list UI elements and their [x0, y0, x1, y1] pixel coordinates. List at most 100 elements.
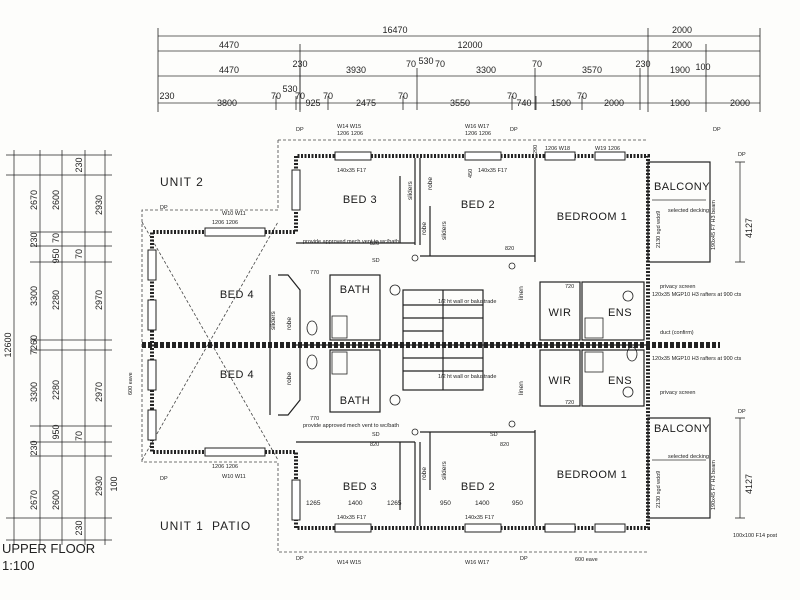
note-post: 100x100 F14 post: [733, 533, 778, 539]
balconies: [647, 161, 745, 519]
room-bed4-bottom: BED 4: [220, 369, 254, 381]
dim-row3-a: 4470: [219, 65, 239, 75]
dim-left-c2-f: 2280: [51, 380, 61, 400]
label-sliders-3: sliders: [270, 310, 277, 330]
windows: [147, 151, 626, 533]
dim-770-1: 770: [310, 270, 319, 276]
note-joist-top: 2130 sgd wdo9: [656, 211, 662, 248]
label-sliders-2: sliders: [441, 220, 448, 240]
note-beam-balcony-bottom: 190x45 F7 H3 beam: [711, 460, 717, 510]
dim-left-c1-f: 230: [29, 440, 39, 455]
dim-820-1: 820: [370, 241, 379, 247]
dim-left-c1-b: 230: [29, 232, 39, 247]
dim-row3-c: 3930: [346, 65, 366, 75]
note-decking-top: selected decking: [668, 208, 709, 214]
dim-row4-m: 1500: [551, 98, 571, 108]
dim-770-2: 770: [310, 416, 319, 422]
unit-2-label: UNIT 2: [160, 175, 204, 189]
sd-marker-3: SD: [490, 432, 498, 438]
label-robe-5: robe: [421, 467, 428, 480]
room-bath-top: BATH: [340, 284, 371, 296]
room-balcony-bottom: BALCONY: [654, 423, 710, 435]
dim-top-balcony: 2000: [672, 25, 692, 35]
dim-left-c3-i: 100: [109, 476, 119, 491]
room-ens-bottom: ENS: [608, 375, 632, 387]
dim-row2-b: 12000: [457, 40, 482, 50]
note-w16-w17: W16 W17: [465, 124, 489, 130]
dim-row3-i: 3570: [582, 65, 602, 75]
room-wir-top: WIR: [549, 307, 572, 319]
dp-marker-4: DP: [160, 205, 168, 211]
dim-row4-b: 3800: [217, 98, 237, 108]
dim-4127-top: 4127: [744, 218, 754, 238]
label-robe-2: robe: [421, 222, 428, 235]
dim-left-c2-e: 2280: [51, 290, 61, 310]
patio-label: PATIO: [212, 519, 251, 533]
note-w10-size: 1206 1206: [212, 220, 238, 226]
dim-1265-2: 1265: [387, 500, 402, 507]
dim-row3-l: 100: [695, 62, 710, 72]
room-ens-top: ENS: [608, 307, 632, 319]
room-bed2-bottom: BED 2: [461, 481, 495, 493]
dim-290: 290: [533, 145, 539, 154]
dim-left-c1-c: 3300: [29, 286, 39, 306]
dim-row3-j: 230: [635, 59, 650, 69]
dim-left-c2-j: 2600: [51, 490, 61, 510]
label-robe-1: robe: [427, 177, 434, 190]
dim-row3-g: 3300: [476, 65, 496, 75]
note-balustrade-top: 1/2 ht wall or balustrade: [438, 299, 496, 305]
room-bedroom1-top: BEDROOM 1: [557, 211, 628, 223]
room-bath-bottom: BATH: [340, 395, 371, 407]
dim-1400-2: 1400: [475, 500, 490, 507]
dim-left-c3-c: 70: [74, 249, 84, 259]
dim-left-c2-c: 950: [51, 248, 61, 263]
dim-720-2: 720: [565, 400, 574, 406]
unit-1-label: UNIT 1: [160, 519, 204, 533]
dim-820-4: 820: [500, 442, 509, 448]
dim-row4-k: 70: [507, 91, 517, 101]
dim-row4-q: 2000: [730, 98, 750, 108]
note-w10-size-bottom: 1206 1206: [212, 464, 238, 470]
dim-4127-bottom: 4127: [744, 474, 754, 494]
dim-left-c3-d: 2970: [94, 290, 104, 310]
note-mech-vent-bottom: provide approved mech vent to wc/bath: [303, 423, 399, 429]
note-w16-w17-bottom: W16 W17: [465, 560, 489, 566]
dim-1265-1: 1265: [306, 500, 321, 507]
dim-row4-d: 530: [282, 84, 297, 94]
dim-left-c1-g: 2670: [29, 490, 39, 510]
note-decking-bottom: selected decking: [668, 454, 709, 460]
note-w18: 1206 W18: [545, 146, 570, 152]
note-beam-2: 140x35 F17: [478, 168, 507, 174]
dp-marker-6: DP: [296, 556, 304, 562]
note-w10-w11: W10 W11: [222, 211, 246, 217]
note-w16-size: 1206 1206: [465, 131, 491, 137]
dim-row3-k: 1900: [670, 65, 690, 75]
dp-marker-8: DP: [738, 152, 746, 158]
dp-marker-9: DP: [738, 409, 746, 415]
note-beam-balcony-top: 190x45 F7 H3 beam: [711, 200, 717, 250]
label-linen-1: linen: [518, 286, 525, 300]
dim-left-c2-a: 2600: [51, 190, 61, 210]
dp-marker-1: DP: [296, 127, 304, 133]
note-beam-3: 140x35 F17: [337, 515, 366, 521]
dim-row4-h: 2475: [356, 98, 376, 108]
eave-outline: [141, 139, 648, 553]
dp-marker-2: DP: [510, 127, 518, 133]
dim-row4-o: 2000: [604, 98, 624, 108]
dim-left-total: 12600: [3, 332, 13, 357]
dim-left-c3-h: 230: [74, 520, 84, 535]
dim-left-7260: 7260: [29, 335, 39, 355]
room-wir-bottom: WIR: [549, 375, 572, 387]
note-w10-w11-bottom: W10 W11: [222, 474, 246, 480]
dim-row4-e: 70: [295, 91, 305, 101]
note-eave-bottom: 600 eave: [575, 557, 598, 563]
dim-left-c3-b: 2930: [94, 195, 104, 215]
dim-row4-g: 70: [323, 91, 333, 101]
dim-950-2: 950: [512, 500, 523, 507]
room-balcony-top: BALCONY: [654, 181, 710, 193]
sd-marker-1: SD: [372, 258, 380, 264]
dim-row2-c: 2000: [672, 40, 692, 50]
note-w19: W19 1206: [595, 146, 620, 152]
